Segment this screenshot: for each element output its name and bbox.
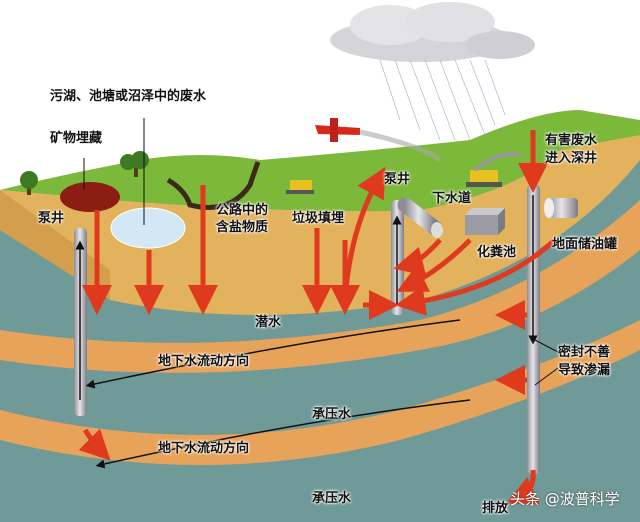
label-seal-2: 导致渗漏 (558, 363, 611, 378)
label-septic: 化粪池 (477, 245, 517, 260)
label-phreatic: 潜水 (255, 315, 282, 330)
mineral-deposit (60, 182, 120, 212)
label-deep-well-1: 有害废水 (545, 133, 598, 148)
label-confined-2: 承压水 (312, 491, 352, 506)
label-confined-1: 承压水 (312, 407, 352, 422)
bulldozer-icon (286, 180, 314, 194)
label-road-salt-2: 含盐物质 (216, 220, 269, 235)
rain (379, 59, 506, 141)
tree-icon (20, 171, 38, 195)
pollution-arrows (78, 130, 557, 505)
label-lake-waste: 污湖、池塘或沼泽中的废水 (50, 89, 207, 104)
lake (110, 207, 186, 249)
cloud-icon (330, 2, 535, 62)
label-deep-well-2: 进入深井 (545, 151, 598, 166)
sewer-pipe (397, 197, 443, 238)
label-pump-well-left: 泵井 (38, 211, 65, 226)
airplane-icon (315, 118, 442, 163)
label-discharge: 排放 (482, 501, 509, 516)
label-sewer: 下水道 (432, 191, 472, 206)
oil-storage-tank (544, 198, 578, 218)
label-landfill: 垃圾填埋 (292, 211, 345, 226)
label-pump-well-middle: 泵井 (384, 172, 411, 187)
watermark: 头条 @波普科学 (510, 490, 620, 508)
label-seal-1: 密封不善 (558, 345, 611, 360)
label-road-salt-1: 公路中的 (216, 203, 269, 218)
label-mineral: 矿物埋藏 (50, 131, 103, 146)
label-flow-direction-1: 地下水流动方向 (158, 354, 250, 369)
confining-band-1 (0, 200, 640, 373)
soil-layer (0, 130, 640, 315)
label-flow-direction-2: 地下水流动方向 (158, 441, 250, 456)
septic-tank (465, 208, 505, 235)
bulldozer-icon (466, 152, 521, 187)
label-oil-tank: 地面储油罐 (552, 237, 618, 252)
road (166, 161, 261, 210)
